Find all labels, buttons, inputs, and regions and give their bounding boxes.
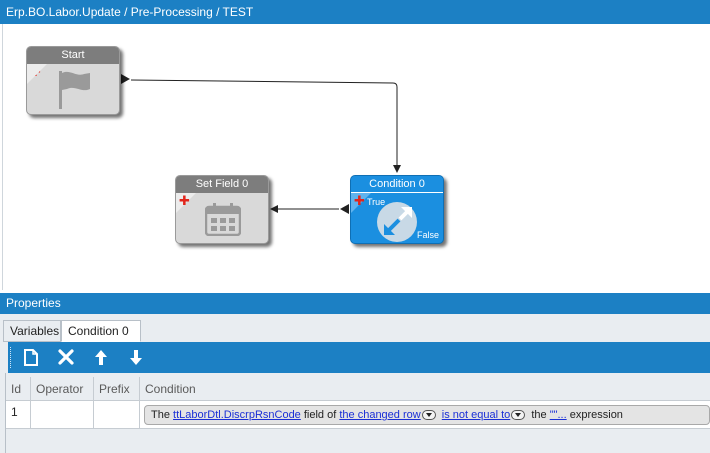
start-node-title: Start (27, 47, 119, 64)
new-icon (24, 348, 38, 366)
column-header-prefix[interactable]: Prefix (94, 377, 140, 401)
column-header-condition[interactable]: Condition (140, 377, 710, 401)
operator-link[interactable]: is not equal to (441, 409, 511, 421)
calendar-icon (205, 203, 241, 236)
condition-text: The (151, 409, 170, 421)
condition-input-port (340, 204, 349, 214)
cell-prefix[interactable] (94, 401, 140, 429)
field-link[interactable]: ttLaborDtl.DiscrpRsnCode (173, 409, 301, 421)
properties-header: Properties (0, 293, 710, 314)
move-down-button[interactable] (125, 346, 147, 368)
table-row[interactable]: 1 The ttLaborDtl.DiscrpRsnCode field of … (6, 401, 710, 429)
set-field-node[interactable]: Set Field 0 ✚ (175, 175, 269, 244)
grid-header: Id Operator Prefix Condition (6, 377, 710, 401)
condition-node[interactable]: Condition 0 ✚ True False (350, 175, 444, 244)
true-label: True (367, 197, 386, 207)
properties-panel: Variables Condition 0 Id (0, 314, 710, 453)
column-header-id[interactable]: Id (6, 377, 31, 401)
condition-icon (377, 202, 417, 242)
move-down-icon (130, 349, 142, 365)
toolbar-grip (10, 347, 12, 368)
add-icon[interactable]: ✚ (354, 193, 365, 208)
cell-id: 1 (6, 401, 31, 429)
connectors (121, 74, 401, 214)
workflow-canvas[interactable]: Start ✚ Set Field 0 ✚ Cond (2, 24, 710, 290)
condition-expression: The ttLaborDtl.DiscrpRsnCode field of th… (144, 405, 710, 425)
condition-node-title: Condition 0 (351, 176, 443, 193)
conditions-grid: Id Operator Prefix Condition 1 The ttLab… (5, 373, 710, 453)
tab-condition[interactable]: Condition 0 (61, 320, 141, 342)
column-header-operator[interactable]: Operator (31, 377, 94, 401)
delete-button[interactable] (55, 346, 77, 368)
condition-text: the (531, 409, 547, 421)
corner-fold-icon (27, 64, 47, 84)
false-label: False (416, 230, 439, 240)
new-button[interactable] (20, 346, 42, 368)
row-link[interactable]: the changed row (339, 409, 421, 421)
tab-variables[interactable]: Variables (3, 320, 61, 342)
operator-dropdown-icon[interactable] (511, 410, 526, 421)
condition-text: expression (569, 409, 623, 421)
corner-fold-icon (176, 193, 196, 213)
corner-fold-icon (351, 193, 371, 213)
row-dropdown-icon[interactable] (421, 410, 436, 421)
condition-text: field of (303, 409, 337, 421)
window-title: Erp.BO.Labor.Update / Pre-Processing / T… (0, 0, 710, 24)
set-field-node-title: Set Field 0 (176, 176, 268, 193)
cell-operator[interactable] (31, 401, 94, 429)
move-up-button[interactable] (90, 346, 112, 368)
start-node[interactable]: Start ✚ (26, 46, 120, 115)
value-link[interactable]: ""... (549, 409, 567, 421)
cell-condition: The ttLaborDtl.DiscrpRsnCode field of th… (140, 401, 710, 429)
delete-icon (58, 349, 74, 365)
add-icon[interactable]: ✚ (179, 193, 190, 208)
connector-start-to-condition (130, 79, 401, 173)
start-output-port (121, 74, 130, 84)
condition-toolbar (8, 342, 710, 373)
move-up-icon (95, 349, 107, 365)
flag-icon (59, 71, 90, 109)
